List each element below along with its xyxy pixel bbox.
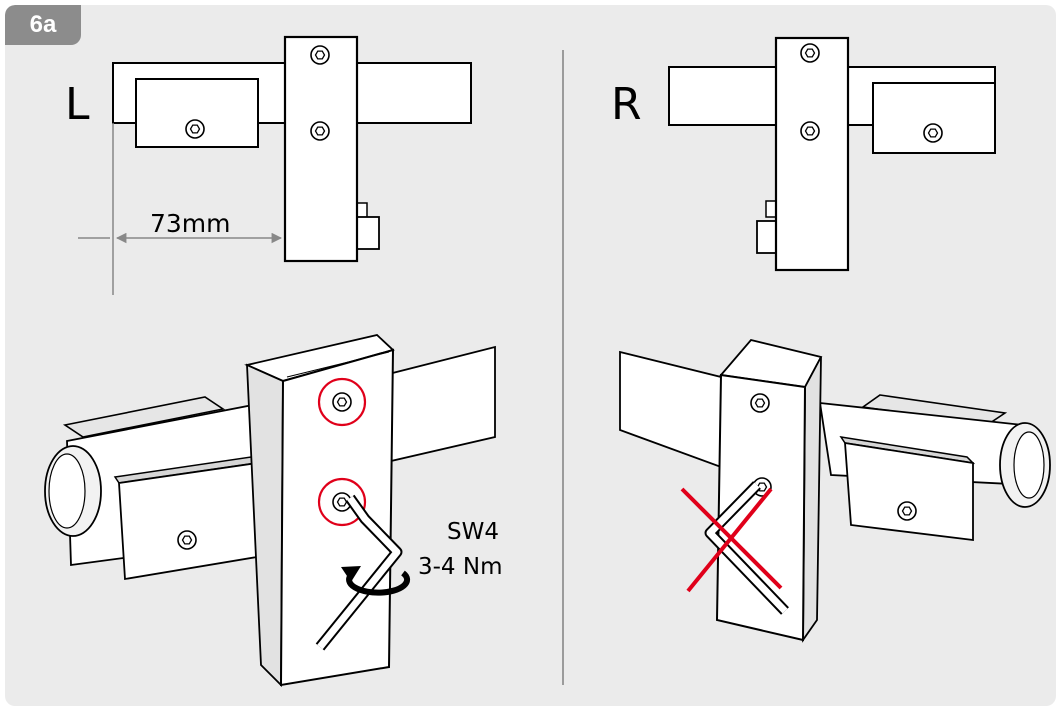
right-3d-view: [619, 338, 1051, 643]
right-top-view: [668, 36, 996, 272]
prohibited-cross-icon: [680, 487, 783, 593]
left-3d-view: [44, 334, 496, 688]
step-badge: 6a: [5, 5, 81, 45]
assembly-illustration: [44, 35, 1051, 688]
left-side-label: L: [65, 79, 90, 130]
right-side-label: R: [611, 79, 642, 130]
rotation-arrow-icon: [341, 566, 411, 596]
left-top-view: [78, 35, 472, 295]
instruction-panel: 6a: [5, 5, 1056, 706]
hex-key-icon: [315, 494, 403, 651]
distance-label: 73mm: [150, 209, 231, 238]
tool-size-label: SW4: [447, 519, 499, 545]
torque-label: 3-4 Nm: [418, 554, 503, 580]
